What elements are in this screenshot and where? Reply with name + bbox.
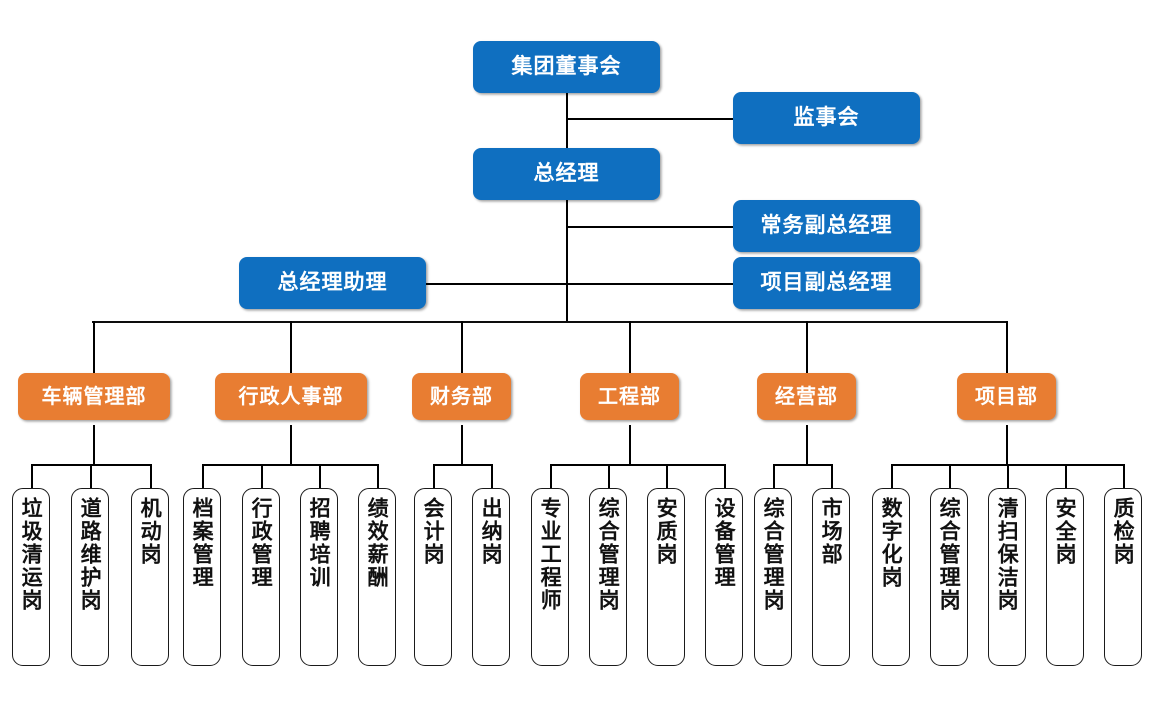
node-gm-assistant[interactable]: 总经理助理 [239, 257, 426, 309]
leaf-position-label: 安全岗 [1053, 497, 1078, 566]
connector-dept-5-stem [806, 425, 808, 465]
connector-dept-6-drop-4 [1065, 464, 1067, 488]
leaf-position-label: 机动岗 [138, 497, 163, 566]
connector-dept-4-drop-4 [724, 464, 726, 488]
connector-dept-3-drop-1 [433, 464, 435, 488]
node-department-operations[interactable]: 经营部 [757, 373, 856, 420]
leaf-position-box[interactable]: 数字化岗 [872, 488, 910, 666]
node-executive-deputy-gm[interactable]: 常务副总经理 [733, 200, 920, 252]
connector-dept-6-drop-1 [891, 464, 893, 488]
connector-bus-to-dept-4 [629, 321, 631, 373]
connector-dept-5-bar [773, 464, 832, 466]
leaf-position-box[interactable]: 会计岗 [414, 488, 452, 666]
leaf-position-box[interactable]: 综合管理岗 [754, 488, 792, 666]
connector-dept-6-stem [1006, 425, 1008, 465]
connector-spine-gm-down [566, 200, 568, 322]
connector-bus-to-dept-5 [806, 321, 808, 373]
node-department-finance[interactable]: 财务部 [412, 373, 511, 420]
connector-dept-2-drop-4 [377, 464, 379, 488]
connector-dept-4-stem [629, 425, 631, 465]
connector-dept-3-bar [433, 464, 492, 466]
leaf-position-box[interactable]: 行政管理 [242, 488, 280, 666]
connector-dept-1-stem [93, 425, 95, 465]
leaf-position-box[interactable]: 安质岗 [647, 488, 685, 666]
connector-dept-6-drop-3 [1007, 464, 1009, 488]
leaf-position-box[interactable]: 垃圾清运岗 [12, 488, 50, 666]
leaf-position-box[interactable]: 出纳岗 [472, 488, 510, 666]
leaf-position-label: 设备管理 [712, 497, 737, 589]
connector-bus-to-dept-6 [1006, 321, 1008, 373]
connector-spine-board-to-gm [566, 93, 568, 148]
connector-dept-4-bar [550, 464, 725, 466]
leaf-position-label: 市场部 [819, 497, 844, 566]
leaf-position-label: 行政管理 [249, 497, 274, 589]
node-supervisory-board[interactable]: 监事会 [733, 92, 920, 144]
leaf-position-label: 绩效薪酬 [365, 497, 390, 589]
connector-dept-6-drop-5 [1123, 464, 1125, 488]
leaf-position-box[interactable]: 道路维护岗 [71, 488, 109, 666]
connector-dept-2-bar [202, 464, 378, 466]
leaf-position-label: 质检岗 [1111, 497, 1136, 566]
connector-dept-1-drop-1 [31, 464, 33, 488]
connector-dept-1-drop-3 [150, 464, 152, 488]
connector-dept-2-drop-3 [319, 464, 321, 488]
leaf-position-box[interactable]: 招聘培训 [300, 488, 338, 666]
leaf-position-box[interactable]: 设备管理 [705, 488, 743, 666]
connector-dept-3-drop-2 [491, 464, 493, 488]
connector-dept-5-drop-1 [773, 464, 775, 488]
leaf-position-label: 会计岗 [421, 497, 446, 566]
connector-dept-5-drop-2 [831, 464, 833, 488]
leaf-position-label: 数字化岗 [879, 497, 904, 589]
leaf-position-label: 道路维护岗 [78, 497, 103, 612]
node-department-project[interactable]: 项目部 [957, 373, 1056, 420]
connector-gm-to-project-deputy [425, 283, 733, 285]
node-department-admin-hr[interactable]: 行政人事部 [215, 373, 367, 420]
connector-dept-4-drop-1 [550, 464, 552, 488]
leaf-position-box[interactable]: 档案管理 [183, 488, 221, 666]
leaf-position-box[interactable]: 质检岗 [1104, 488, 1142, 666]
leaf-position-box[interactable]: 机动岗 [131, 488, 169, 666]
leaf-position-label: 综合管理岗 [937, 497, 962, 612]
leaf-position-box[interactable]: 专业工程师 [531, 488, 569, 666]
node-general-manager[interactable]: 总经理 [473, 148, 660, 200]
connector-dept-3-stem [461, 425, 463, 465]
leaf-position-label: 出纳岗 [479, 497, 504, 566]
connector-board-to-supervisory [566, 118, 733, 120]
connector-dept-1-drop-2 [90, 464, 92, 488]
node-department-engineering[interactable]: 工程部 [580, 373, 679, 420]
leaf-position-box[interactable]: 安全岗 [1046, 488, 1084, 666]
connector-bus-to-dept-2 [290, 321, 292, 373]
leaf-position-label: 垃圾清运岗 [19, 497, 44, 612]
leaf-position-label: 综合管理岗 [596, 497, 621, 612]
connector-dept-2-stem [290, 425, 292, 465]
connector-dept-6-drop-2 [949, 464, 951, 488]
leaf-position-box[interactable]: 绩效薪酬 [358, 488, 396, 666]
leaf-position-label: 综合管理岗 [761, 497, 786, 612]
leaf-position-label: 清扫保洁岗 [995, 497, 1020, 612]
node-board[interactable]: 集团董事会 [473, 41, 660, 93]
connector-dept-2-drop-1 [202, 464, 204, 488]
node-department-vehicle-management[interactable]: 车辆管理部 [18, 373, 170, 420]
connector-bus-to-dept-3 [461, 321, 463, 373]
connector-dept-4-drop-2 [608, 464, 610, 488]
connector-dept-2-drop-2 [261, 464, 263, 488]
leaf-position-label: 招聘培训 [307, 497, 332, 589]
connector-gm-to-executive-deputy [566, 226, 733, 228]
leaf-position-label: 专业工程师 [538, 497, 563, 612]
leaf-position-box[interactable]: 综合管理岗 [589, 488, 627, 666]
leaf-position-box[interactable]: 综合管理岗 [930, 488, 968, 666]
leaf-position-label: 档案管理 [190, 497, 215, 589]
connector-bus-to-dept-1 [93, 321, 95, 373]
connector-dept-4-drop-3 [666, 464, 668, 488]
connector-department-bus [92, 321, 1008, 323]
leaf-position-box[interactable]: 清扫保洁岗 [988, 488, 1026, 666]
leaf-position-box[interactable]: 市场部 [812, 488, 850, 666]
node-project-deputy-gm[interactable]: 项目副总经理 [733, 257, 920, 309]
leaf-position-label: 安质岗 [654, 497, 679, 566]
